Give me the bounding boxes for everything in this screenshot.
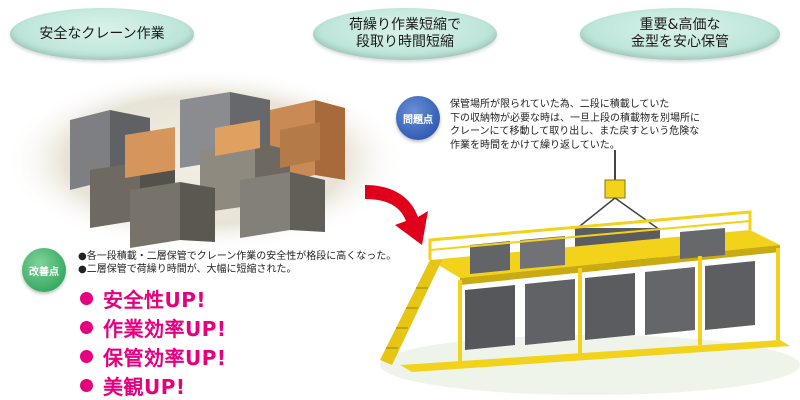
mold-block — [525, 279, 575, 345]
rack-posts — [458, 248, 780, 365]
problem-line: 下の収納物が必要な時は、一旦上段の積載物を別場所に — [450, 112, 700, 124]
problem-line: クレーンにて移動して取り出し、また戻すという危険な — [450, 126, 700, 137]
feature-pill-safe-crane: 安全なクレーン作業 — [10, 8, 194, 60]
crane-hook-icon — [604, 179, 626, 199]
mold-block — [680, 228, 725, 259]
problem-badge: 問題点 — [396, 96, 440, 140]
mold-block — [465, 285, 515, 350]
mold-block — [130, 182, 180, 248]
pill-line: 安全なクレーン作業 — [39, 25, 165, 42]
pill-line: 金型を安心保管 — [631, 34, 729, 50]
improvement-line: ●二層保管で荷繰り時間が、大幅に短縮された。 — [78, 264, 297, 275]
improvement-line: ●各一段積載・二層保管でクレーン作業の安全性が格段に高くなった。 — [78, 251, 397, 262]
arrow-icon — [365, 185, 428, 245]
mold-block — [645, 267, 695, 335]
mold-block — [240, 172, 290, 238]
benefit-label: 美観UP! — [103, 375, 186, 399]
problem-badge-label: 問題点 — [403, 114, 433, 126]
bullet-icon — [80, 321, 93, 334]
mold-block — [470, 241, 510, 274]
mold-block — [90, 162, 140, 228]
benefit-item: 保管効率UP! — [80, 342, 227, 371]
mold-block — [280, 122, 320, 168]
mold-block — [125, 127, 175, 178]
mold-block — [290, 172, 325, 232]
pill-line: 重要&高価な — [639, 17, 721, 33]
bullet-icon — [80, 350, 93, 363]
bullet-icon — [80, 379, 93, 392]
improvement-description: ●各一段積載・二層保管でクレーン作業の安全性が格段に高くなった。 ●二層保管で荷… — [78, 250, 418, 276]
mold-block — [585, 273, 635, 340]
feature-pill-safe-storage: 重要&高価な 金型を安心保管 — [580, 8, 780, 60]
improvement-badge: 改善点 — [22, 248, 66, 292]
bullet-icon — [80, 292, 93, 305]
benefit-item: 作業効率UP! — [80, 313, 227, 342]
mold-block — [215, 120, 260, 156]
pill-line: 段取り時間短縮 — [356, 34, 454, 50]
benefit-item: 美観UP! — [80, 371, 227, 400]
benefit-label: 作業効率UP! — [103, 317, 227, 341]
pill-line: 荷繰り作業短縮で — [349, 17, 461, 33]
benefit-label: 安全性UP! — [103, 288, 207, 312]
before-storage-illustration — [5, 70, 405, 252]
benefit-list: 安全性UP! 作業効率UP! 保管効率UP! 美観UP! — [80, 284, 227, 400]
rack-stairs — [380, 260, 442, 365]
mold-block — [705, 261, 755, 330]
mold-block — [315, 100, 345, 180]
mold-block — [180, 182, 215, 242]
benefit-label: 保管効率UP! — [103, 346, 227, 370]
problem-line: 保管場所が限られていた為、二段に積載していた — [450, 99, 670, 110]
problem-description: 保管場所が限られていた為、二段に積載していた 下の収納物が必要な時は、一旦上段の… — [450, 98, 795, 152]
rack-base — [400, 340, 790, 372]
problem-line: 作業を時間をかけて繰り返していた。 — [450, 139, 620, 151]
after-storage-illustration — [380, 150, 800, 395]
benefit-item: 安全性UP! — [80, 284, 227, 313]
improvement-badge-label: 改善点 — [29, 266, 59, 278]
feature-pill-time-reduction: 荷繰り作業短縮で 段取り時間短縮 — [313, 8, 497, 60]
mold-block — [520, 236, 565, 269]
